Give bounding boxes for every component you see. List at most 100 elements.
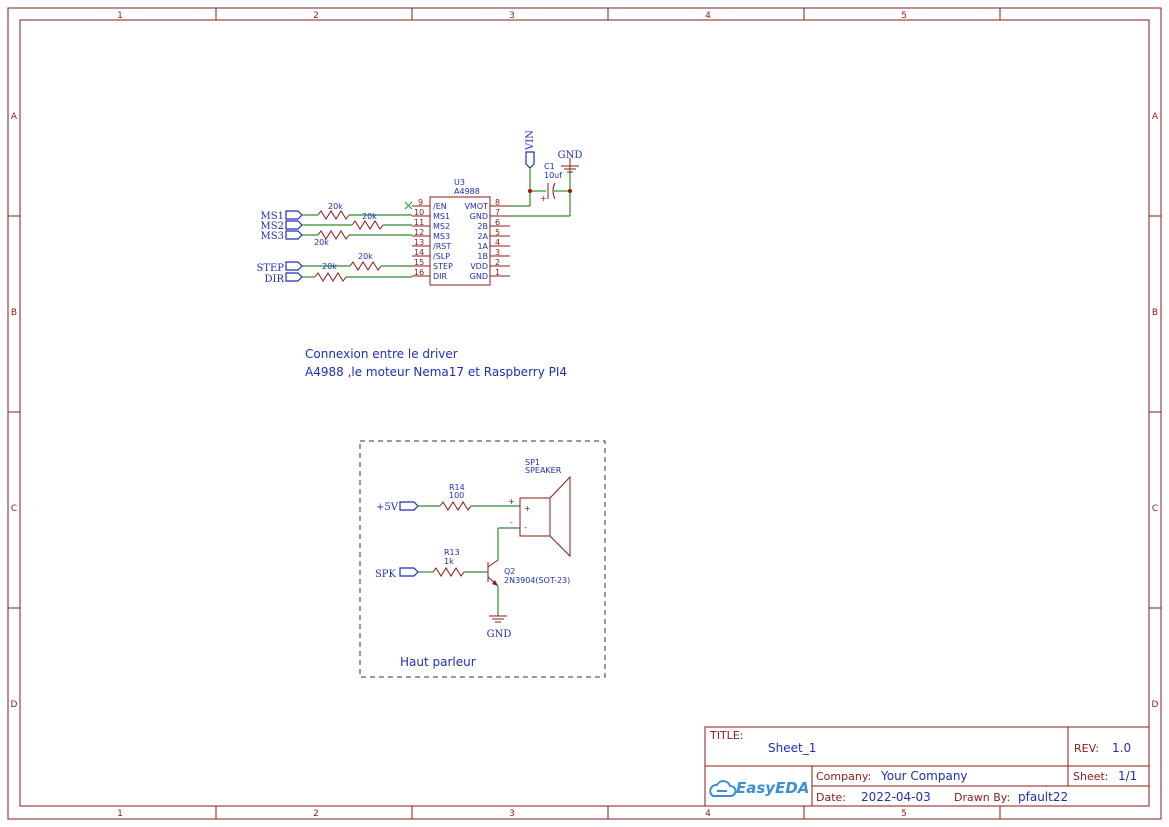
pin-num: 16 [414, 268, 424, 277]
c1-capacitor[interactable]: C1 10uf + [540, 162, 562, 203]
pin-num: 10 [414, 208, 424, 217]
no-connect-marker [404, 201, 413, 210]
col-label: 1 [117, 809, 123, 819]
wire-minus: - [510, 518, 513, 527]
sheet-value: 1/1 [1118, 769, 1137, 783]
net-port-step[interactable]: STEP [256, 261, 303, 274]
sp1-minus: - [524, 523, 527, 532]
company-label: Company: [816, 770, 871, 783]
u3-driver-ic[interactable]: U3 A4988 [429, 178, 491, 286]
pin-num: 4 [495, 238, 500, 247]
port-label: +5V [376, 502, 399, 513]
speaker-wiring: + - [418, 497, 520, 616]
r13-resistor[interactable]: R13 1k [432, 548, 465, 577]
pin-num: 8 [495, 198, 500, 207]
c1-value: 10uf [544, 171, 562, 180]
pin-name: 2A [477, 232, 488, 241]
drawn-by-label: Drawn By: [954, 791, 1010, 804]
driver-wiring [302, 210, 412, 282]
port-label: DIR [265, 274, 285, 285]
port-spk[interactable]: SPK [375, 567, 419, 580]
pin-num: 3 [495, 248, 500, 257]
row-labels-right: A B C D [1152, 112, 1159, 710]
net-port-ms1[interactable]: MS1 [261, 210, 303, 222]
column-dividers [8, 8, 1161, 819]
pin-name: MS3 [433, 232, 450, 241]
wire-plus: + [508, 497, 515, 506]
pin-name: 1B [477, 252, 488, 261]
sp1-part: SPEAKER [525, 466, 562, 475]
pin-name: DIR [433, 272, 448, 281]
r14-resistor[interactable]: R14 100 [439, 483, 472, 511]
resistor-value: 20k [328, 202, 343, 211]
rev-label: REV: [1074, 742, 1099, 755]
resistor-value: 20k [362, 212, 377, 221]
net-port-ms2[interactable]: MS2 [261, 220, 303, 232]
net-port-ms3[interactable]: MS3 [261, 230, 303, 242]
resistor-value: 20k [314, 238, 329, 247]
pin-name: MS2 [433, 222, 450, 231]
col-label: 3 [509, 11, 515, 21]
port-label: STEP [256, 263, 284, 274]
row-label: A [11, 112, 18, 122]
sp1-plus: + [524, 504, 531, 513]
vin-net-port[interactable]: VIN [525, 130, 536, 169]
resistor-value: 20k [358, 252, 373, 261]
column-labels-bottom: 1 2 3 4 5 [117, 809, 907, 819]
vin-label: VIN [525, 130, 536, 151]
pin-num: 15 [414, 258, 424, 267]
col-label: 4 [705, 809, 711, 819]
col-label: 2 [313, 809, 319, 819]
col-label: 1 [117, 11, 123, 21]
sheet-label: Sheet: [1073, 770, 1109, 783]
row-labels-left: A B C D [11, 112, 18, 710]
q2-transistor[interactable]: Q2 2N3904(SOT-23) [487, 559, 570, 587]
port-label: MS1 [261, 211, 284, 222]
pin-num: 2 [495, 258, 500, 267]
col-label: 5 [901, 809, 907, 819]
pin-name: MS1 [433, 212, 450, 221]
row-label: D [1152, 700, 1159, 710]
pin-name: VMOT [464, 202, 488, 211]
inner-border [19, 19, 1150, 807]
gnd-symbol-bottom: GND [487, 615, 512, 640]
col-label: 2 [313, 11, 319, 21]
col-label: 5 [901, 11, 907, 21]
gnd-label: GND [487, 629, 512, 640]
easyeda-logo: EasyEDA [709, 779, 809, 797]
pin-num: 7 [495, 208, 500, 217]
speaker-block-outline [359, 440, 606, 678]
u3-body [429, 196, 491, 286]
pin-num: 14 [414, 248, 424, 257]
u3-part: A4988 [454, 187, 480, 196]
resistor-labels: 20k 20k 20k 20k 20k [314, 202, 377, 271]
pin-name: VDD [470, 262, 488, 271]
note-line-2: A4988 ,le moteur Nema17 et Raspberry PI4 [305, 365, 567, 379]
port-5v[interactable]: +5V [376, 501, 419, 513]
pin-num: 11 [414, 218, 424, 227]
pin-num: 13 [414, 238, 424, 247]
pin-name: GND [470, 212, 488, 221]
row-label: B [11, 308, 17, 318]
company-value: Your Company [880, 769, 968, 783]
note-line-1: Connexion entre le driver [305, 347, 458, 361]
sp1-speaker[interactable]: SP1 SPEAKER + - [519, 458, 571, 558]
port-label: MS3 [261, 231, 284, 242]
date-label: Date: [816, 791, 846, 804]
title-label: TITLE: [709, 729, 743, 742]
date-value: 2022-04-03 [861, 790, 931, 804]
pin-num: 5 [495, 228, 500, 237]
r14-value: 100 [449, 491, 464, 500]
c1-plus: + [540, 194, 547, 203]
row-label: C [11, 504, 17, 514]
u3-left-pins: 9 10 11 12 13 14 15 16 /EN MS1 MS2 MS3 /… [412, 198, 453, 281]
u3-designator: U3 [454, 178, 465, 187]
pin-name: 1A [477, 242, 488, 251]
pin-name: /SLP [433, 252, 450, 261]
row-label: B [1152, 308, 1158, 318]
c1-designator: C1 [544, 162, 555, 171]
pin-name: 2B [477, 222, 488, 231]
net-port-dir[interactable]: DIR [265, 272, 303, 285]
gnd-label: GND [558, 150, 583, 161]
